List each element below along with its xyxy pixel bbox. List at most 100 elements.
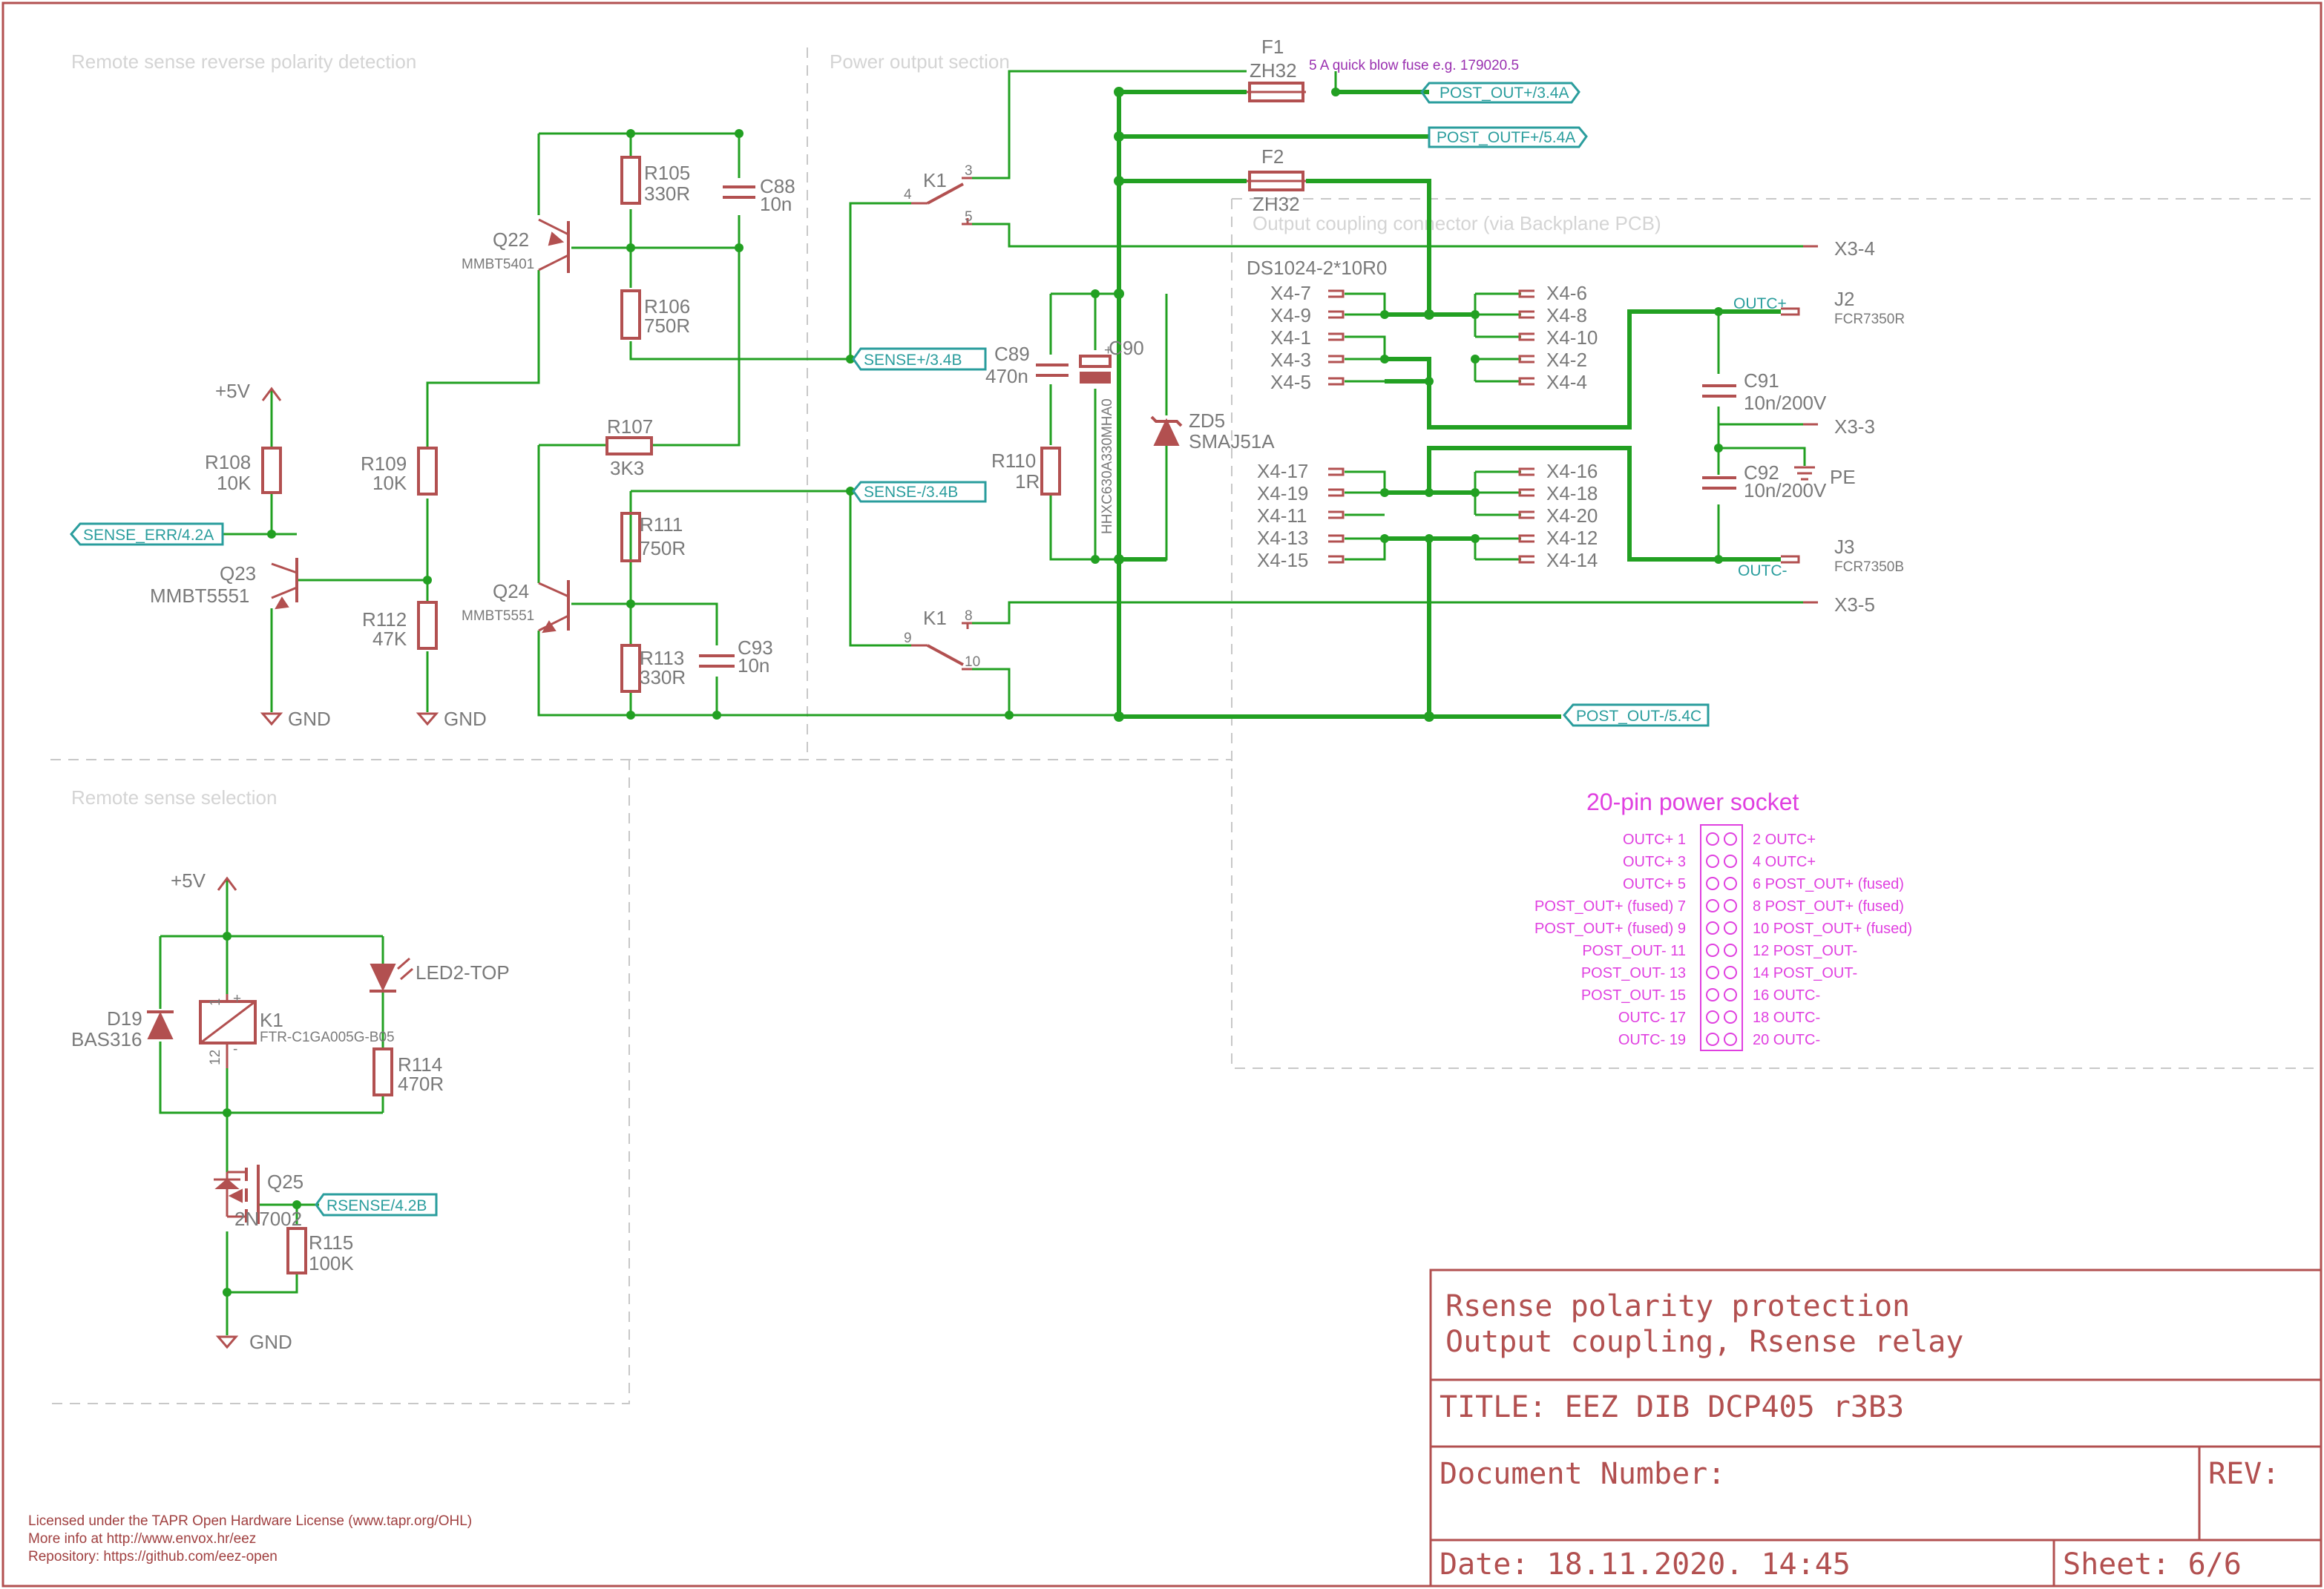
svg-text:C89: C89 xyxy=(994,343,1030,365)
svg-text:Q22: Q22 xyxy=(493,228,529,251)
socket-pin-11 xyxy=(1706,944,1719,957)
net-post-out-plus: POST_OUT+/3.4A xyxy=(1440,85,1569,102)
license-text: Licensed under the TAPR Open Hardware Li… xyxy=(28,1513,472,1565)
socket-pin-20 xyxy=(1724,1033,1737,1046)
svg-text:X4-13: X4-13 xyxy=(1257,527,1308,549)
net-sense-minus: SENSE-/3.4B xyxy=(864,484,958,501)
socket-pin-14 xyxy=(1724,966,1737,979)
svg-text:X4-7: X4-7 xyxy=(1270,282,1311,304)
svg-text:4 OUTC+: 4 OUTC+ xyxy=(1753,854,1816,870)
title-desc-line2: Output coupling, Rsense relay xyxy=(1445,1325,1963,1359)
svg-text:5 A quick blow fuse e.g. 17902: 5 A quick blow fuse e.g. 179020.5 xyxy=(1309,58,1519,73)
socket-pin-12 xyxy=(1724,944,1737,957)
junctions xyxy=(223,87,1723,1297)
svg-text:X4-9: X4-9 xyxy=(1270,304,1311,326)
svg-text:DS1024-2*10R0: DS1024-2*10R0 xyxy=(1247,257,1387,279)
svg-text:R109: R109 xyxy=(361,453,407,475)
svg-text:C91: C91 xyxy=(1744,369,1779,392)
svg-text:C92: C92 xyxy=(1744,461,1779,484)
svg-text:10n/200V: 10n/200V xyxy=(1744,392,1827,414)
svg-text:J3: J3 xyxy=(1834,536,1854,558)
relay-contacts xyxy=(911,177,972,671)
svg-text:R108: R108 xyxy=(205,451,251,473)
svg-text:X4-5: X4-5 xyxy=(1270,371,1311,393)
svg-text:OUTC- 19: OUTC- 19 xyxy=(1618,1032,1686,1048)
resistor-symbols xyxy=(261,156,1061,1274)
svg-text:K1: K1 xyxy=(923,169,947,191)
svg-text:R105: R105 xyxy=(644,162,690,184)
title-block xyxy=(1429,1269,2323,1588)
svg-text:+5V: +5V xyxy=(171,869,206,892)
svg-text:X3-4: X3-4 xyxy=(1834,237,1875,260)
svg-text:10n/200V: 10n/200V xyxy=(1744,479,1827,501)
socket-pin-3 xyxy=(1706,855,1719,868)
svg-text:K1: K1 xyxy=(260,1009,283,1031)
svg-text:3K3: 3K3 xyxy=(610,457,644,479)
svg-text:R106: R106 xyxy=(644,295,690,318)
svg-text:Repository: https://github.com: Repository: https://github.com/eez-open xyxy=(28,1549,278,1565)
svg-text:12 POST_OUT-: 12 POST_OUT- xyxy=(1753,943,1857,959)
svg-text:Q23: Q23 xyxy=(220,562,256,585)
svg-text:More info at http://www.envox.: More info at http://www.envox.hr/eez xyxy=(28,1531,256,1547)
svg-text:C88: C88 xyxy=(760,175,795,197)
svg-text:X4-17: X4-17 xyxy=(1257,460,1308,482)
svg-text:X4-14: X4-14 xyxy=(1546,549,1598,571)
svg-text:10K: 10K xyxy=(217,472,252,494)
socket-pin-18 xyxy=(1724,1010,1737,1024)
svg-text:10n: 10n xyxy=(760,193,792,215)
svg-text:LED2-TOP: LED2-TOP xyxy=(416,961,510,984)
svg-text:5: 5 xyxy=(965,209,973,225)
svg-text:R110: R110 xyxy=(991,450,1036,472)
svg-text:POST_OUT- 13: POST_OUT- 13 xyxy=(1581,965,1686,981)
svg-text:POST_OUT+ (fused) 9: POST_OUT+ (fused) 9 xyxy=(1534,921,1686,937)
socket-pin-9 xyxy=(1706,921,1719,935)
net-sense-err: SENSE_ERR/4.2A xyxy=(83,527,214,544)
svg-text:SMAJ51A: SMAJ51A xyxy=(1189,430,1275,453)
svg-text:X4-19: X4-19 xyxy=(1257,482,1308,504)
svg-text:8 POST_OUT+ (fused): 8 POST_OUT+ (fused) xyxy=(1753,898,1904,915)
svg-text:47K: 47K xyxy=(372,628,407,650)
svg-text:10: 10 xyxy=(965,654,980,670)
svg-text:GND: GND xyxy=(444,708,487,730)
svg-text:C90: C90 xyxy=(1109,337,1144,359)
socket-pin-6 xyxy=(1724,877,1737,890)
svg-text:+5V: +5V xyxy=(215,380,251,402)
svg-text:X4-8: X4-8 xyxy=(1546,304,1587,326)
socket-pin-19 xyxy=(1706,1033,1719,1046)
svg-text:10n: 10n xyxy=(738,654,769,677)
socket-pin-17 xyxy=(1706,1010,1719,1024)
power-socket: 20-pin power socket OUTC+ 1 OUTC+ 3 OUTC… xyxy=(1534,789,1912,1051)
svg-text:R113: R113 xyxy=(640,647,684,669)
svg-text:330R: 330R xyxy=(640,666,686,688)
svg-text:330R: 330R xyxy=(644,182,690,205)
svg-text:12: 12 xyxy=(208,1050,223,1065)
section-frames xyxy=(50,47,2318,1404)
net-sense-plus: SENSE+/3.4B xyxy=(864,352,962,369)
net-rsense: RSENSE/4.2B xyxy=(326,1197,427,1214)
svg-text:R112: R112 xyxy=(362,608,407,631)
socket-pin-16 xyxy=(1724,988,1737,1001)
socket-pin-5 xyxy=(1706,877,1719,890)
svg-text:FCR7350B: FCR7350B xyxy=(1834,559,1904,575)
svg-text:470n: 470n xyxy=(985,365,1028,387)
section-label-polarity: Remote sense reverse polarity detection xyxy=(71,50,416,73)
svg-text:X4-16: X4-16 xyxy=(1546,460,1598,482)
svg-text:2N7002: 2N7002 xyxy=(234,1208,302,1230)
svg-text:PE: PE xyxy=(1830,466,1856,488)
svg-text:3: 3 xyxy=(965,163,973,179)
wires xyxy=(159,70,1806,1335)
svg-text:BAS316: BAS316 xyxy=(71,1028,142,1050)
svg-text:X4-15: X4-15 xyxy=(1257,549,1308,571)
svg-text:X4-6: X4-6 xyxy=(1546,282,1587,304)
socket-pin-2 xyxy=(1724,832,1737,846)
x4-labels: X4-7 X4-9 X4-1 X4-3 X4-5 X4-6 X4-8 X4-10… xyxy=(1257,282,1598,571)
svg-text:POST_OUT- 15: POST_OUT- 15 xyxy=(1581,987,1686,1004)
svg-text:16 OUTC-: 16 OUTC- xyxy=(1753,987,1820,1004)
svg-text:X3-3: X3-3 xyxy=(1834,415,1875,438)
power-wires xyxy=(1117,90,1781,719)
section-label-selection: Remote sense selection xyxy=(71,786,277,809)
svg-text:6 POST_OUT+ (fused): 6 POST_OUT+ (fused) xyxy=(1753,876,1904,892)
socket-pin-10 xyxy=(1724,921,1737,935)
svg-text:X4-12: X4-12 xyxy=(1546,527,1598,549)
